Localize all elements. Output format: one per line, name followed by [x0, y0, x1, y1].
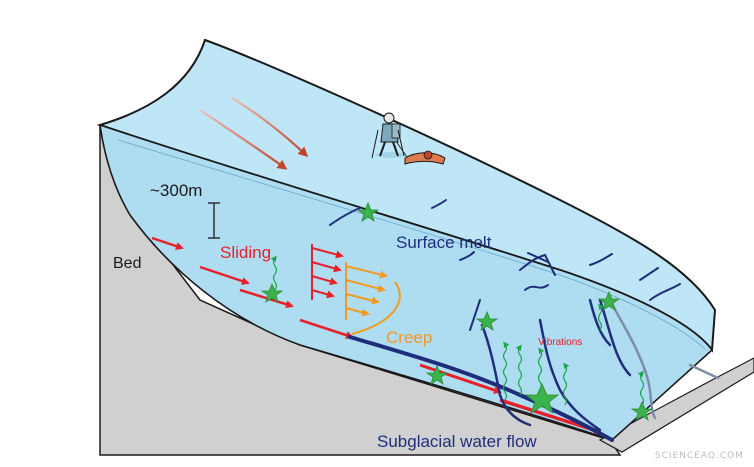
- icequake-stars: [260, 201, 654, 421]
- vibrations-label: Vibrations: [538, 337, 582, 348]
- thickness-label: ~300m: [150, 181, 202, 200]
- thickness-marker: [208, 202, 220, 239]
- sliding-arrows: [151, 236, 602, 434]
- ice-body: [96, 38, 717, 441]
- icequake-star-icon: [475, 310, 499, 331]
- crevasses: [329, 199, 681, 331]
- subglacial-water: [348, 335, 614, 442]
- icequake-star-icon: [630, 400, 654, 421]
- creep-arrows: [345, 262, 401, 335]
- creep-label: Creep: [386, 328, 432, 347]
- grey-channels: [608, 298, 720, 420]
- hiker-with-sled-icon: [371, 112, 446, 165]
- subglacial-water-label: Subglacial water flow: [377, 432, 537, 451]
- icequake-star-icon: [425, 364, 449, 385]
- bed-label: Bed: [113, 255, 141, 272]
- velocity-profile: [311, 244, 344, 300]
- watermark: SCIENCEAQ.COM: [654, 451, 744, 461]
- icequake-star-icon: [260, 282, 284, 303]
- vibration-waves: [270, 255, 645, 406]
- icequake-star-icon: [356, 201, 380, 222]
- icequake-star-icon: [597, 290, 621, 311]
- icequake-star-icon: [524, 383, 560, 414]
- surface-melt-label: Surface melt: [396, 233, 492, 252]
- ice-flow-arrows: [199, 97, 309, 170]
- sliding-label: Sliding: [220, 243, 271, 262]
